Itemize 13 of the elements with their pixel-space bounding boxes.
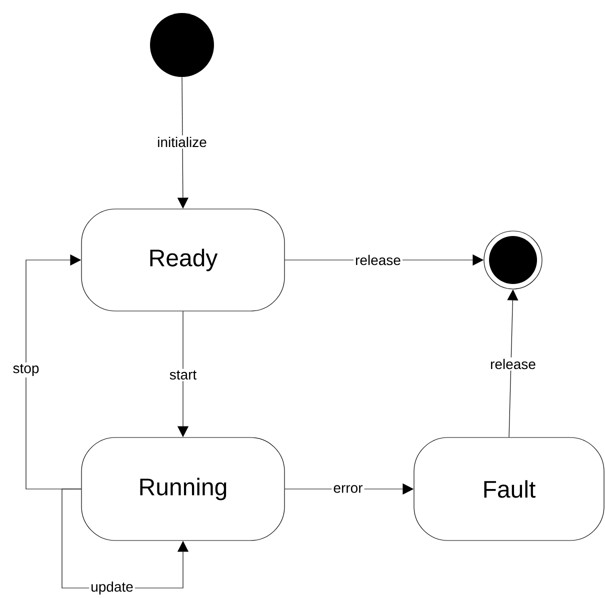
state-box: Running — [81, 437, 285, 541]
edge-label: stop — [11, 362, 41, 378]
arrow — [26, 254, 82, 490]
state-box: Ready — [81, 208, 285, 312]
edge-label: update — [89, 580, 135, 596]
final-state — [484, 230, 542, 290]
initial-state — [150, 13, 214, 77]
state-box: Fault — [414, 437, 604, 541]
edge-label: initialize — [156, 135, 208, 149]
edge-label: release — [354, 253, 402, 267]
edge-label: error — [332, 484, 364, 494]
edge-label: release — [488, 357, 538, 371]
edge-label: start — [168, 368, 198, 382]
